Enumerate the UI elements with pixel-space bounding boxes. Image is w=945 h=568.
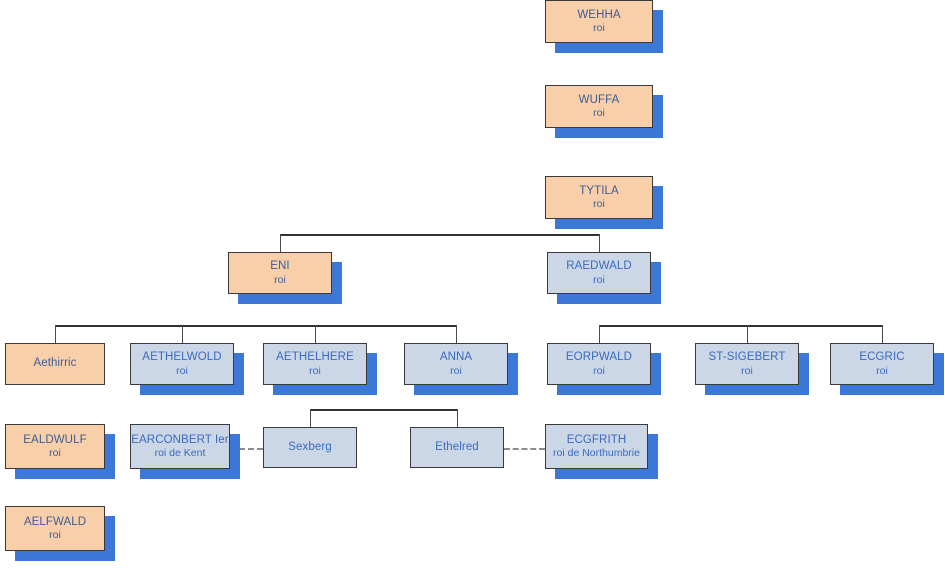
person-title: roi (593, 364, 605, 377)
person-node-aethirric[interactable]: Aethirric (5, 343, 105, 385)
person-name: RAEDWALD (566, 260, 632, 273)
child-drop-line (882, 325, 883, 343)
person-node-ethelred[interactable]: Ethelred (410, 427, 504, 468)
child-drop-line (456, 325, 457, 343)
marriage-line (230, 448, 263, 450)
child-drop-line (457, 409, 458, 427)
person-name: ANNA (439, 351, 473, 364)
person-name: ECGRIC (859, 351, 905, 364)
person-name: WUFFA (578, 93, 620, 106)
person-name: ENI (270, 260, 290, 273)
person-name: AETHELWOLD (142, 351, 222, 364)
person-name: AELFWALD (23, 515, 87, 528)
child-drop-line (55, 325, 56, 343)
person-title: roi (741, 364, 753, 377)
person-title: roi (309, 364, 321, 377)
person-name: TYTILA (579, 184, 619, 197)
person-name: ECGFRITH (566, 433, 627, 446)
person-title: roi (49, 529, 61, 542)
person-name: Sexberg (288, 440, 332, 453)
person-name: EORPWALD (565, 351, 633, 364)
child-drop-line (599, 234, 600, 252)
sibling-bus-line (55, 325, 456, 327)
person-title: roi de Northumbrie (553, 447, 640, 460)
person-title: roi (593, 273, 605, 286)
child-drop-line (747, 325, 748, 343)
person-title: roi (593, 198, 605, 211)
person-node-sexberg[interactable]: Sexberg (263, 427, 357, 468)
person-name: Ethelred (435, 440, 479, 453)
sibling-bus-line (280, 234, 599, 236)
marriage-line (504, 448, 545, 450)
child-drop-line (310, 409, 311, 427)
person-title: roi (176, 364, 188, 377)
person-name: Aethirric (33, 357, 77, 370)
child-drop-line (599, 325, 600, 343)
person-title: roi (876, 364, 888, 377)
person-name: EALDWULF (23, 433, 87, 446)
person-name: AETHELHERE (276, 351, 354, 364)
child-drop-line (182, 325, 183, 343)
person-name: WEHHA (577, 8, 621, 21)
child-drop-line (315, 325, 316, 343)
sibling-bus-line (310, 409, 457, 411)
person-title: roi (593, 107, 605, 120)
person-title: roi (274, 273, 286, 286)
sibling-bus-line (599, 325, 882, 327)
child-drop-line (280, 234, 281, 252)
person-title: roi (49, 447, 61, 460)
person-name: ST-SIGEBERT (708, 351, 786, 364)
person-name: EARCONBERT Ier (131, 433, 229, 446)
person-title: roi de Kent (154, 447, 206, 460)
person-title: roi (450, 364, 462, 377)
person-title: roi (593, 22, 605, 35)
